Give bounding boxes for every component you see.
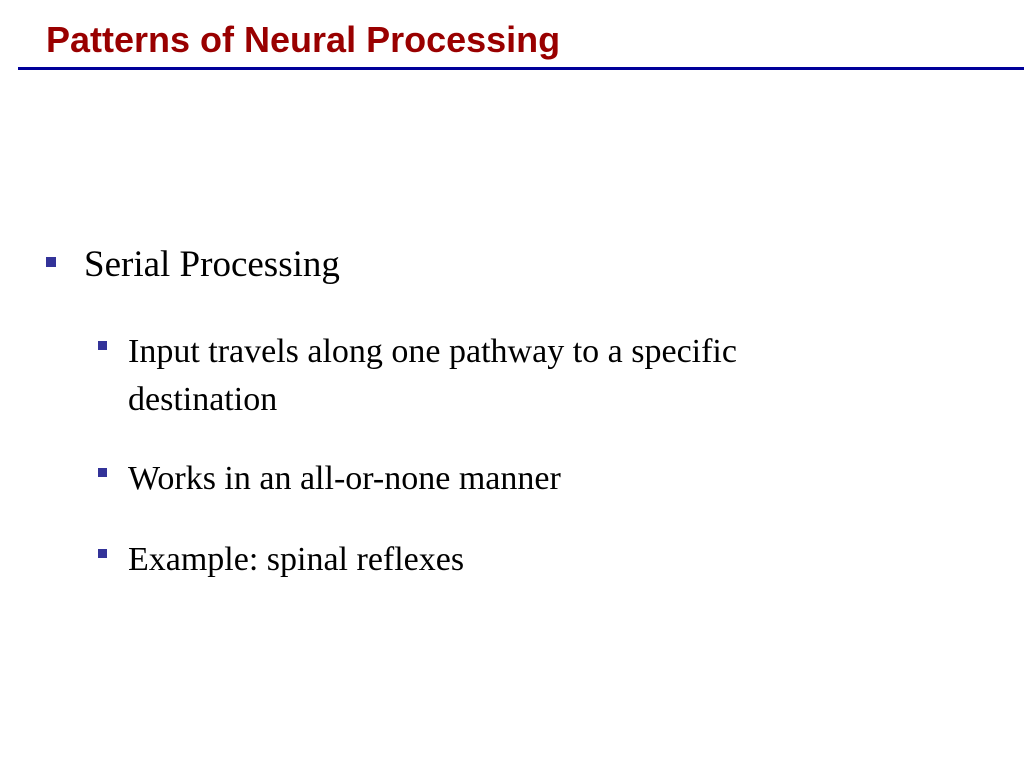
sub-bullet-text: Works in an all-or-none manner xyxy=(128,460,561,497)
sub-bullet-text: Example: spinal reflexes xyxy=(128,541,465,578)
bullet-text: Serial Processing xyxy=(84,244,340,285)
square-bullet-icon xyxy=(98,468,107,477)
square-bullet-icon xyxy=(46,257,56,267)
square-bullet-icon xyxy=(98,549,107,558)
square-bullet-icon xyxy=(98,341,107,350)
slide-title: Patterns of Neural Processing xyxy=(46,19,561,60)
title-underline xyxy=(18,67,1024,70)
sub-bullet-text: Input travels along one pathway to a spe… xyxy=(128,333,737,418)
